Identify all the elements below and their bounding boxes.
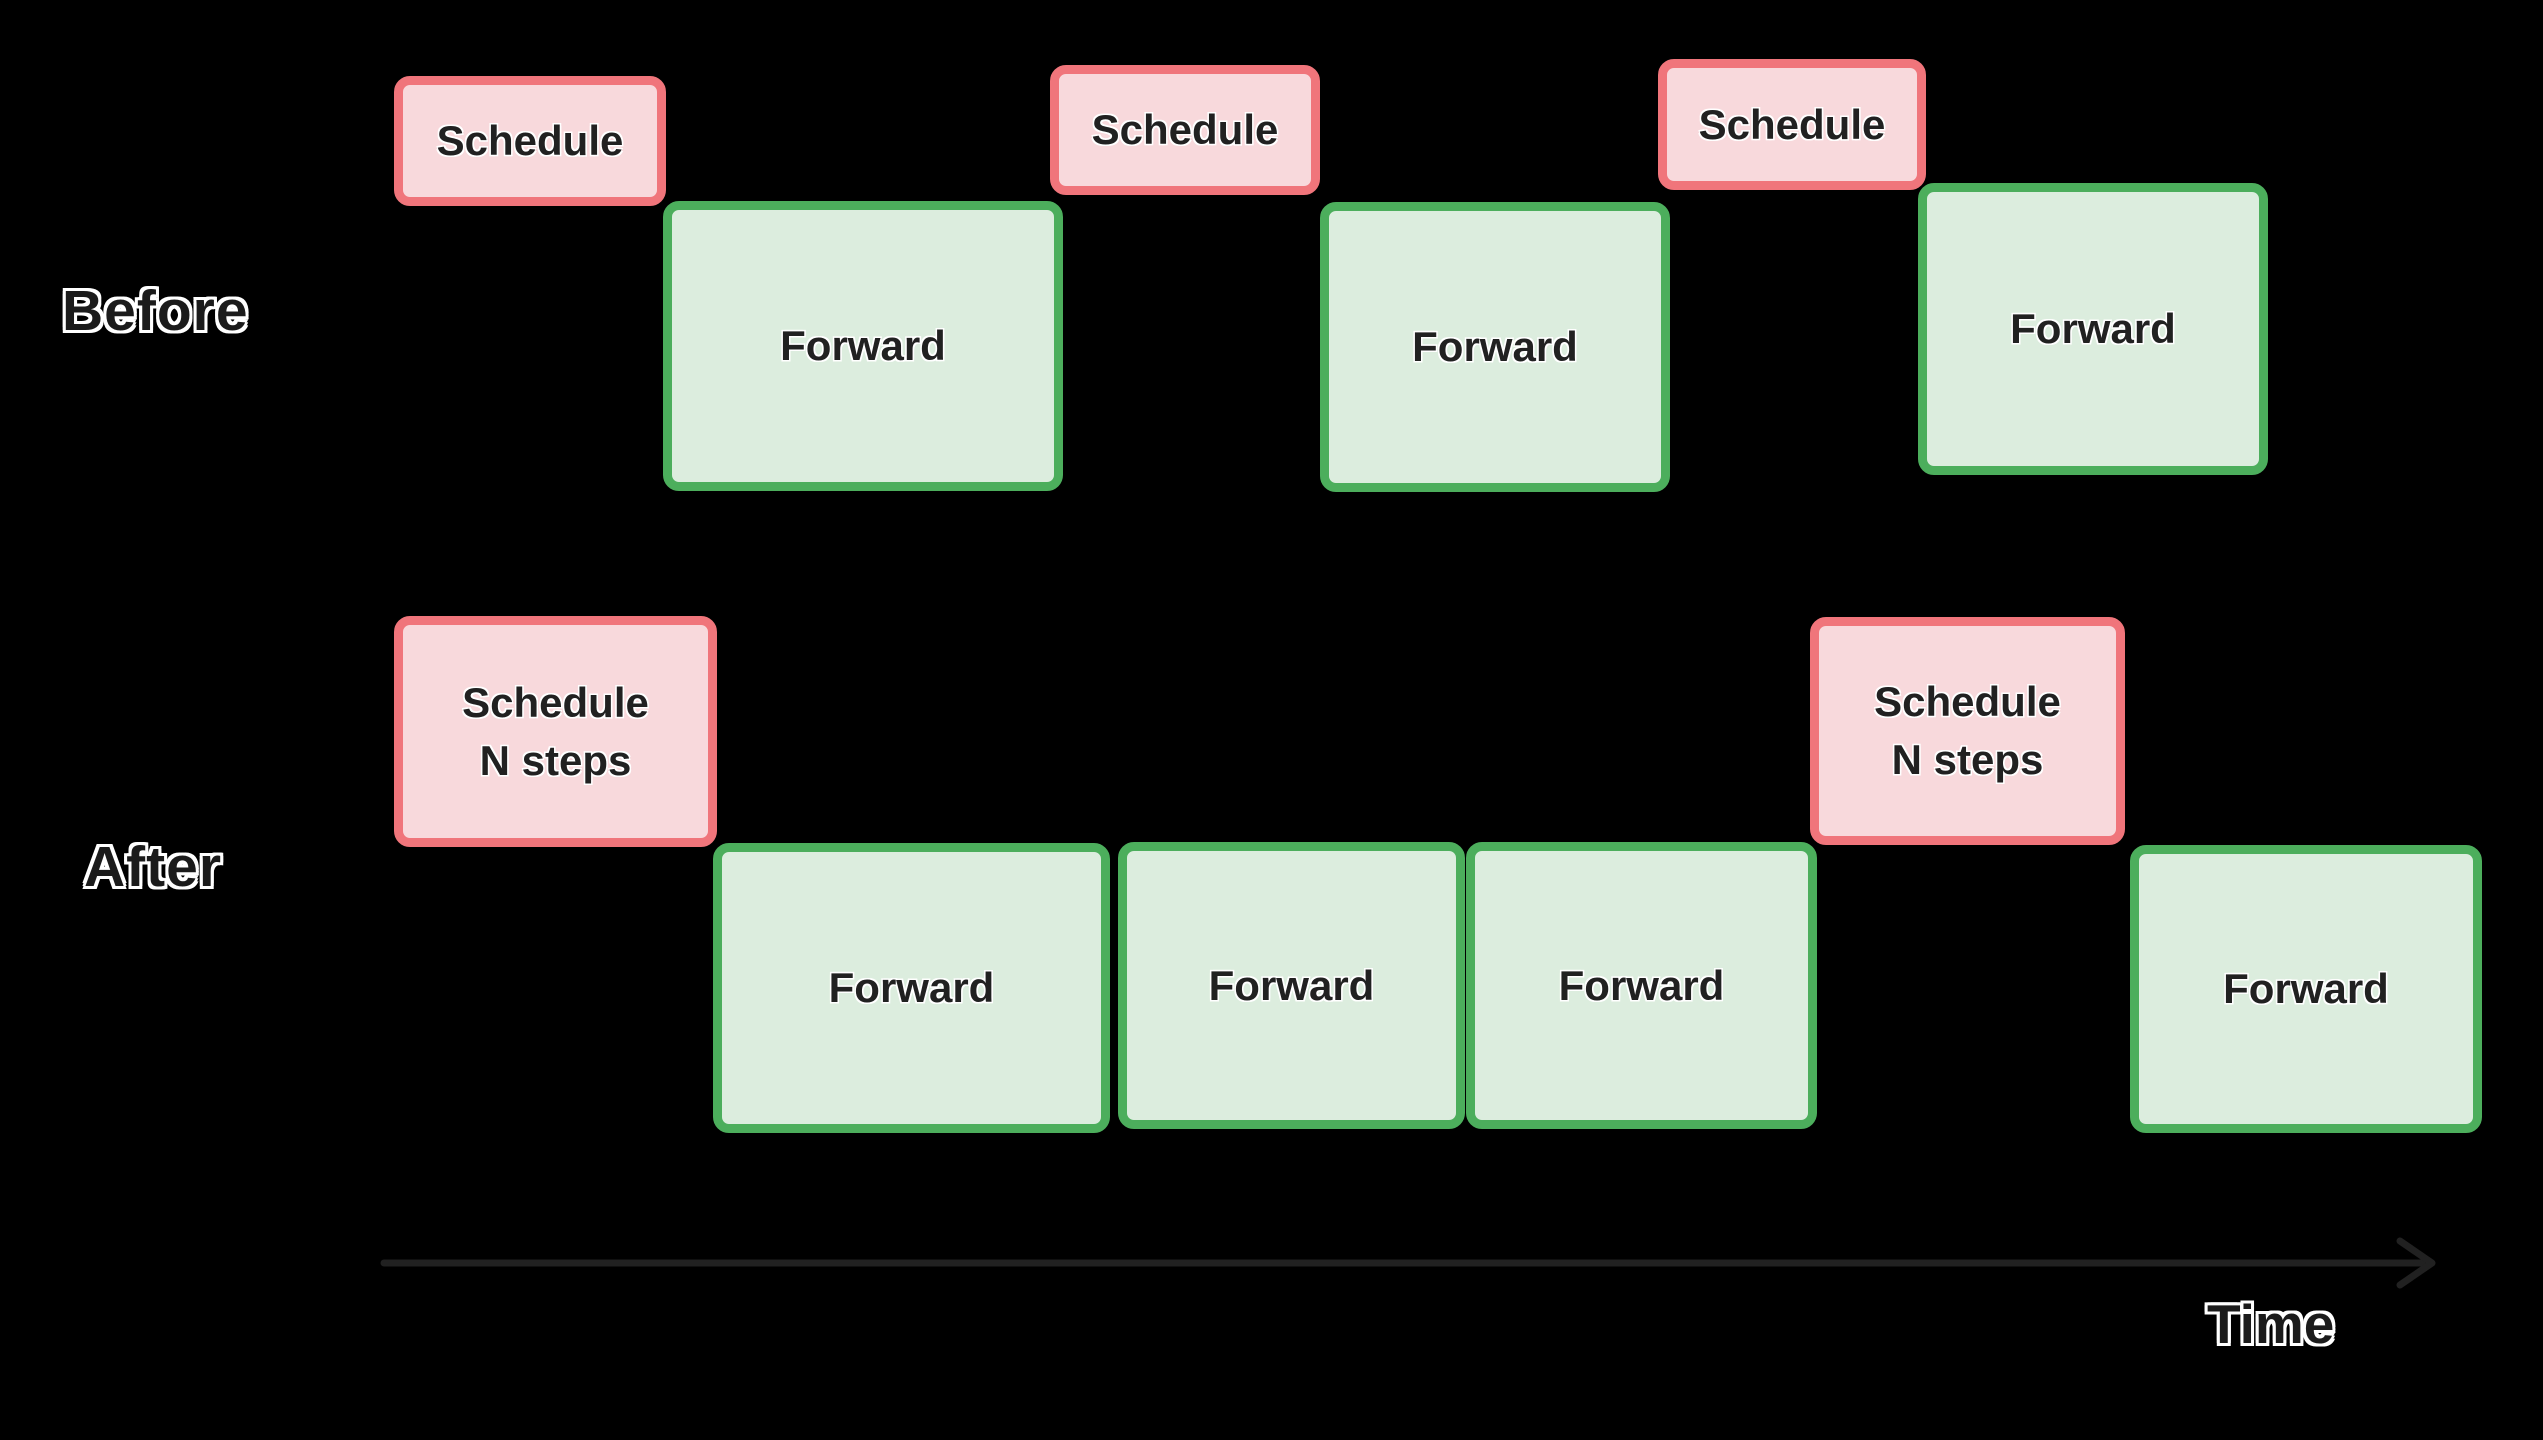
after-forward-3-label: Forward: [1558, 961, 1725, 1009]
after-forward-3: Forward: [1466, 842, 1817, 1129]
after-schedule-1-line1: Schedule: [462, 678, 649, 726]
before-row-label: Before: [62, 279, 249, 343]
after-forward-2: Forward: [1118, 842, 1465, 1129]
before-forward-3-label: Forward: [2010, 305, 2176, 353]
before-forward-2-label: Forward: [1412, 323, 1578, 371]
after-schedule-1: Schedule N steps: [394, 616, 717, 847]
after-forward-1-label: Forward: [828, 964, 995, 1012]
after-schedule-1-label: Schedule N steps: [462, 674, 649, 790]
after-forward-4-label: Forward: [2223, 965, 2389, 1013]
before-forward-1-label: Forward: [780, 322, 946, 370]
before-schedule-1-label: Schedule: [436, 117, 624, 165]
after-schedule-2-line1: Schedule: [1874, 678, 2061, 726]
before-schedule-2-label: Schedule: [1091, 106, 1279, 154]
after-schedule-1-line2: N steps: [479, 736, 632, 784]
after-forward-2-label: Forward: [1208, 961, 1375, 1009]
after-forward-4: Forward: [2130, 845, 2482, 1133]
before-forward-2: Forward: [1320, 202, 1670, 492]
after-schedule-2-line2: N steps: [1891, 736, 2044, 783]
before-schedule-1: Schedule: [394, 76, 666, 206]
before-forward-3: Forward: [1918, 183, 2268, 475]
before-schedule-3: Schedule: [1658, 59, 1926, 190]
after-row-label: After: [84, 835, 223, 899]
before-forward-1: Forward: [663, 201, 1063, 491]
time-axis-arrow-icon: [380, 1237, 2436, 1289]
before-schedule-2: Schedule: [1050, 65, 1320, 195]
after-schedule-2-label: Schedule N steps: [1874, 673, 2061, 789]
after-schedule-2: Schedule N steps: [1810, 617, 2125, 845]
after-forward-1: Forward: [713, 843, 1110, 1133]
before-schedule-3-label: Schedule: [1698, 100, 1886, 148]
time-axis-label: Time: [2207, 1293, 2335, 1355]
